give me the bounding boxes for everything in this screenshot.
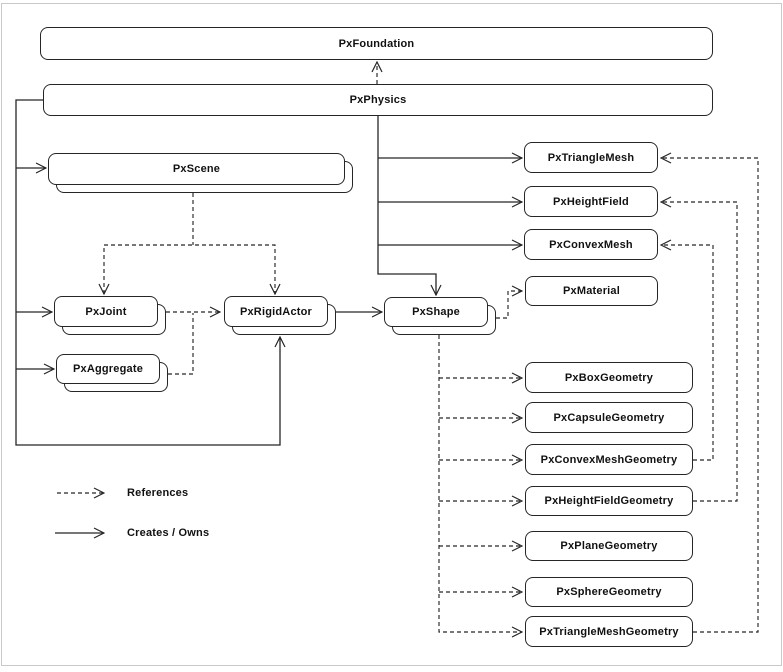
- edge-pxphysics-to-pxrigidactor: [15, 99, 280, 446]
- edge-pxshape-to-pxmaterial: [496, 291, 522, 319]
- node-pxtrianglemeshgeometry: PxTriangleMeshGeometry: [525, 616, 693, 647]
- node-pxplanegeometry: PxPlaneGeometry: [525, 531, 693, 561]
- node-pxheightfield: PxHeightField: [524, 186, 658, 217]
- edge-pxshape-to-pxtrianglemeshgeometry: [438, 335, 522, 632]
- node-pxtrianglemesh: PxTriangleMesh: [524, 142, 658, 173]
- edge-pxphysics-to-pxshape: [377, 116, 436, 295]
- node-pxphysics: PxPhysics: [43, 84, 713, 116]
- node-pxscene: PxScene: [48, 153, 345, 185]
- legend-references-label: References: [127, 487, 189, 499]
- node-pxheightfieldgeometry: PxHeightFieldGeometry: [525, 486, 693, 516]
- node-pxrigidactor: PxRigidActor: [224, 296, 328, 327]
- node-pxboxgeometry: PxBoxGeometry: [525, 362, 693, 393]
- node-pxaggregate: PxAggregate: [56, 354, 160, 384]
- node-pxconvexmesh: PxConvexMesh: [524, 229, 658, 260]
- node-pxjoint: PxJoint: [54, 296, 158, 327]
- node-pxcapsulegeometry: PxCapsuleGeometry: [525, 402, 693, 433]
- node-pxmaterial: PxMaterial: [525, 276, 658, 306]
- edge-pxscene-to-pxjoint-and-pxrigidactor: [104, 244, 275, 294]
- legend-creates-owns-label: Creates / Owns: [127, 527, 210, 539]
- node-pxfoundation: PxFoundation: [40, 27, 713, 60]
- node-pxshape: PxShape: [384, 297, 488, 327]
- node-pxspheregeometry: PxSphereGeometry: [525, 577, 693, 607]
- edge-pxaggregate-to-pxrigidactor: [168, 313, 194, 375]
- node-pxconvexmeshgeometry: PxConvexMeshGeometry: [525, 444, 693, 475]
